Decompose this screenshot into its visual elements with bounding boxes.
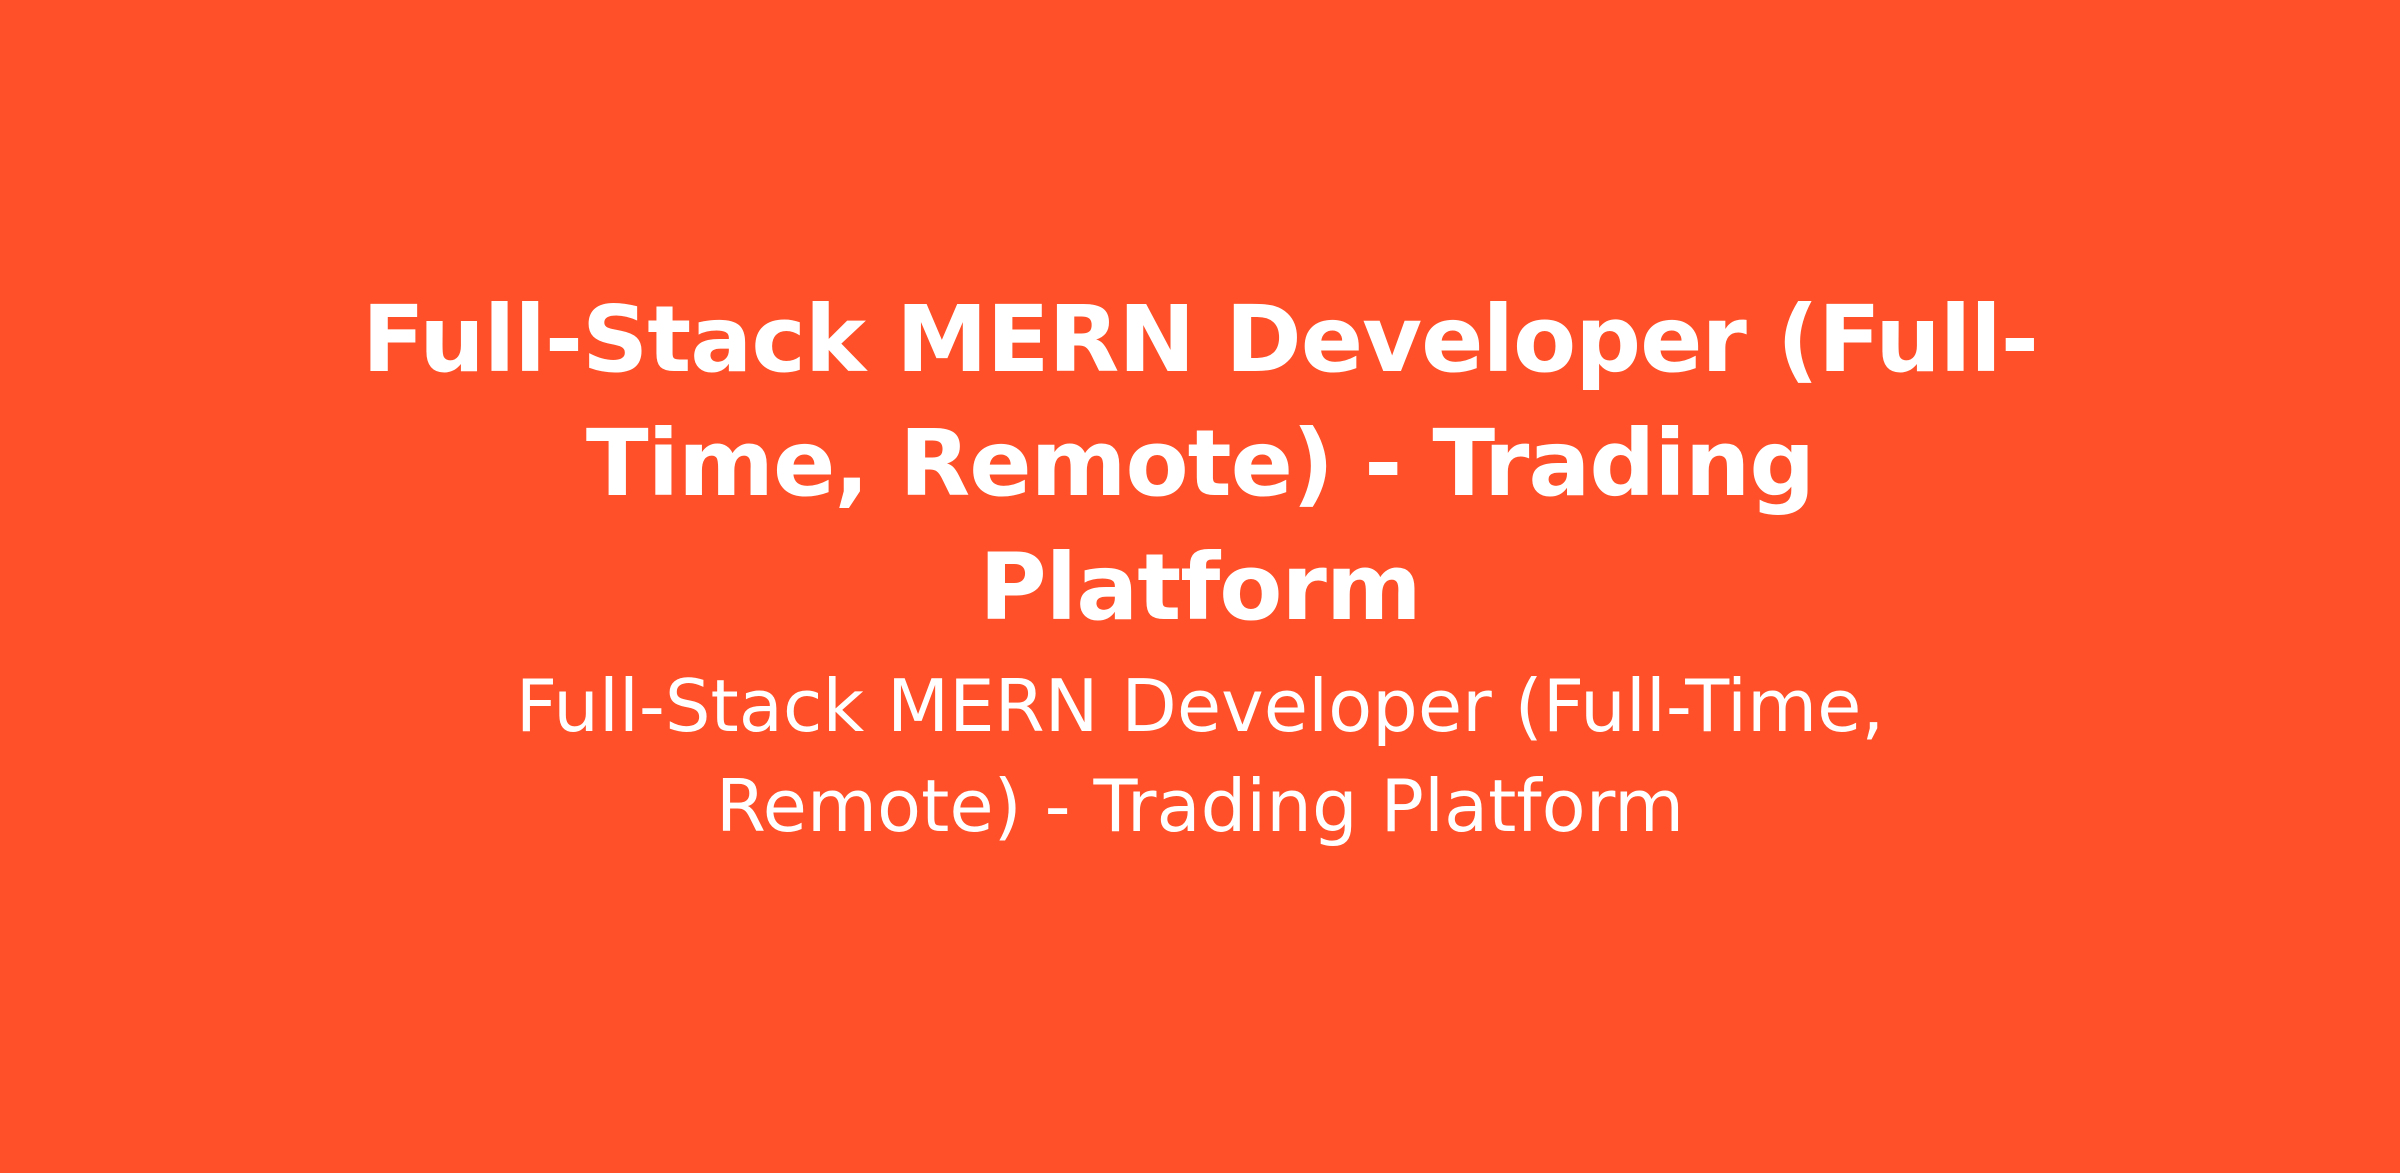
job-title: Full-Stack MERN Developer (Full-Time, Re…	[362, 285, 2039, 641]
job-subtitle: Full-Stack MERN Developer (Full-Time, Re…	[515, 663, 1885, 848]
